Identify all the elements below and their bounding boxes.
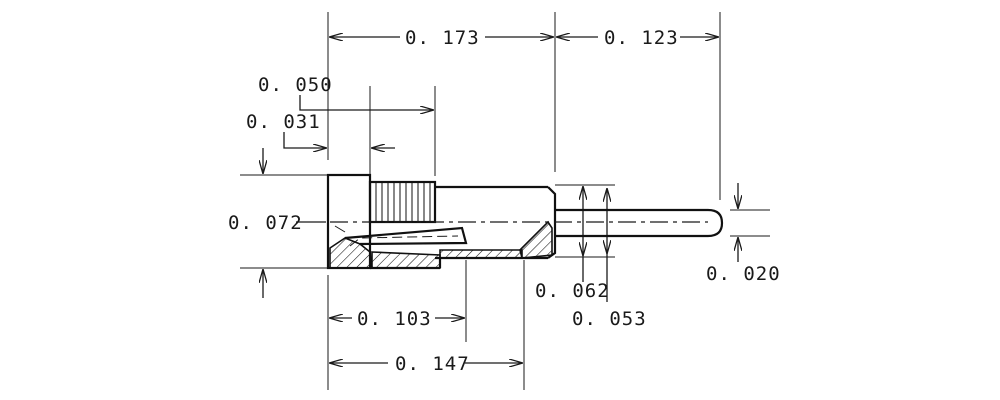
extension-lines xyxy=(240,12,770,390)
dimension-labels: 0. 173 0. 123 0. 050 0. 031 0. 072 0. 06… xyxy=(228,27,781,375)
hatch-section-nose xyxy=(519,220,553,259)
dim-flange-diameter: 0. 053 xyxy=(572,308,647,330)
dim-pin-length: 0. 123 xyxy=(604,27,679,49)
dim-inner-diameter: 0. 062 xyxy=(535,280,610,302)
hatch-section-head xyxy=(329,237,373,269)
dim-pin-diameter: 0. 020 xyxy=(706,263,781,285)
dim-body-height: 0. 072 xyxy=(228,212,303,234)
pin xyxy=(555,208,724,238)
dim-overall-length: 0. 173 xyxy=(405,27,480,49)
hatch-section-collar xyxy=(371,251,441,269)
connector-body xyxy=(326,173,724,270)
dim-knurl-start: 0. 050 xyxy=(258,74,333,96)
dim-body-length: 0. 147 xyxy=(395,353,470,375)
dim-shoulder-width: 0. 031 xyxy=(246,111,321,133)
hatch-section-barrel xyxy=(439,249,523,259)
dim-hatch-length: 0. 103 xyxy=(357,308,432,330)
contact-spring xyxy=(344,226,468,246)
dimension-lines xyxy=(263,37,738,363)
knurl-pattern xyxy=(375,183,431,221)
